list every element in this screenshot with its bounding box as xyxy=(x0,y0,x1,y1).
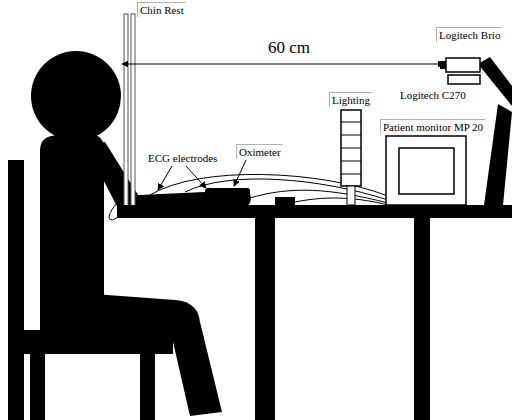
lighting-tower xyxy=(341,110,361,205)
camera-label: Logitech C270 xyxy=(398,88,468,102)
part-label: Patient monitor MP 20 xyxy=(380,119,485,134)
dimension-label: 60 cm xyxy=(266,38,312,59)
part-label: Oximeter xyxy=(236,144,283,159)
part-label: Lighting xyxy=(329,92,372,107)
camera-label: Logitech Brio xyxy=(436,27,502,42)
chin-rest xyxy=(124,14,135,207)
patient-monitor xyxy=(386,136,466,205)
person-silhouette xyxy=(31,51,251,416)
oximeter-device xyxy=(205,188,250,204)
distance-dimension xyxy=(122,64,444,65)
cameras xyxy=(440,58,480,84)
part-label: Chin Rest xyxy=(137,2,186,17)
table xyxy=(117,205,512,420)
part-label: ECG electrodes xyxy=(146,151,219,165)
